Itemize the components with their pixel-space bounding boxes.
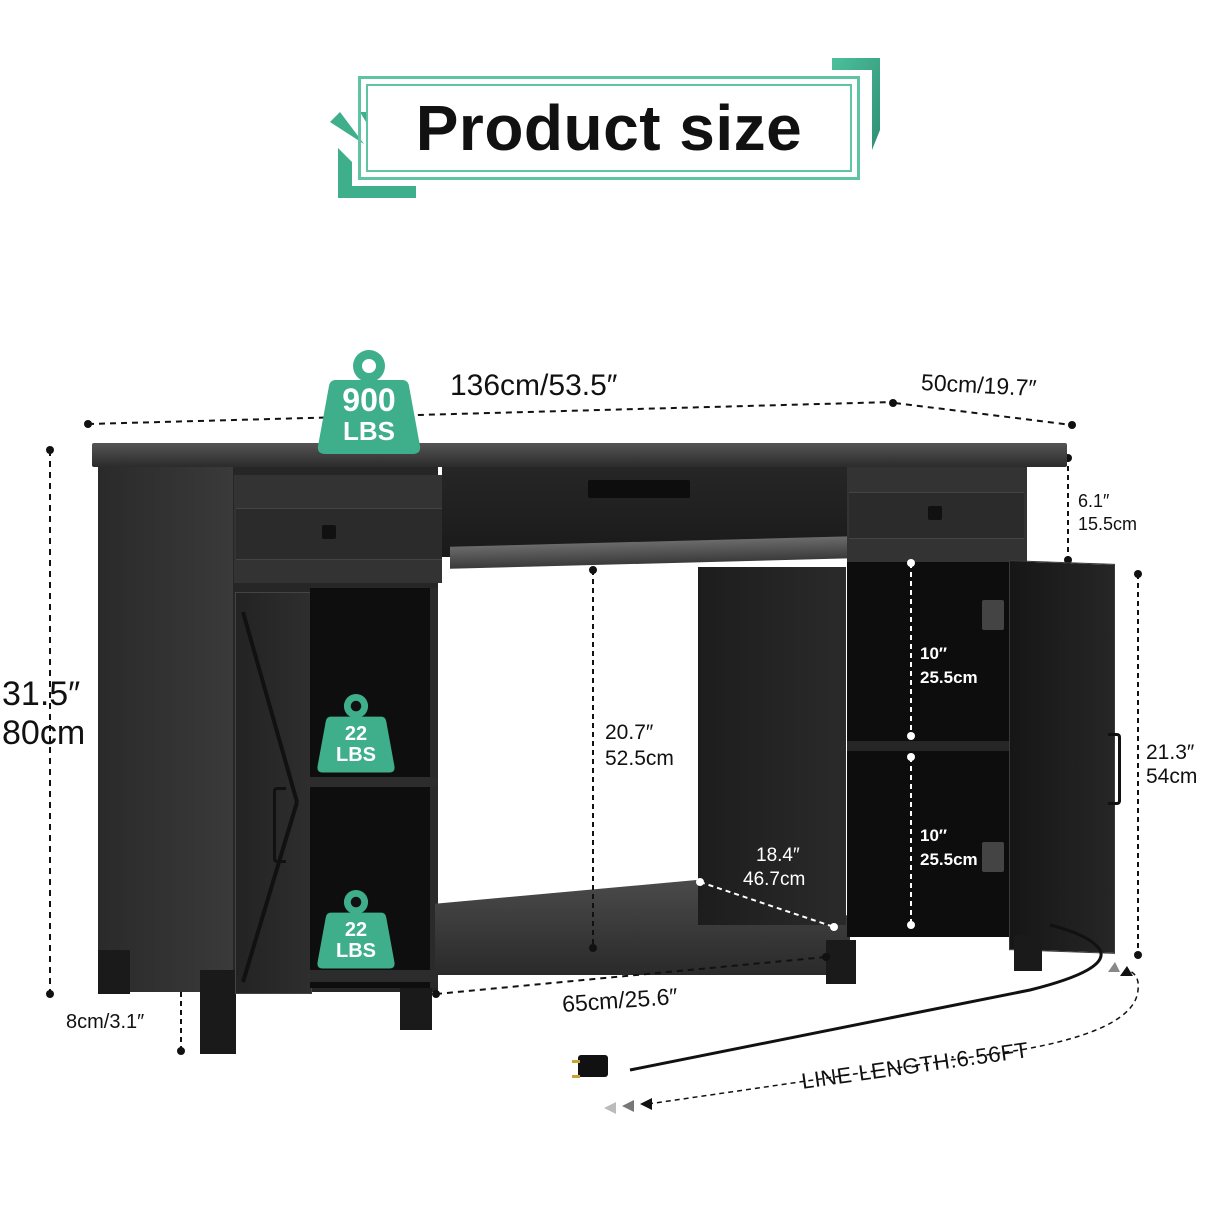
cabinet-shelf: [847, 741, 1009, 751]
cabinet-lower-inches-label: 10″: [920, 826, 948, 845]
drawer-height-cm-label: 15.5cm: [1078, 514, 1138, 534]
cabinet-height-cm-label: 54cm: [1146, 765, 1198, 788]
shelf-upper-capacity-value: 22: [344, 723, 368, 745]
weight-icon: [317, 890, 395, 969]
banner-frame-inner: [366, 84, 852, 172]
cabinet-lower-cm-label: 25.5cm: [920, 850, 978, 869]
page-title: Product size: [415, 92, 803, 164]
center-depth-inches-label: 18.4″: [756, 845, 800, 866]
drawer-knob[interactable]: [928, 506, 942, 520]
center-height-inches-label: 20.7″: [605, 721, 654, 744]
door-hinge: [982, 842, 1004, 872]
left-drawer[interactable]: [236, 508, 442, 560]
leg: [1014, 935, 1042, 971]
door-handle[interactable]: [1108, 733, 1121, 805]
leg: [826, 940, 856, 984]
drawer-height-inches-label: 6.1″: [1078, 491, 1110, 511]
center-height-cm-label: 52.5cm: [605, 747, 674, 770]
depth-label: 50cm/19.7″: [920, 368, 1038, 402]
power-outlet-strip[interactable]: [588, 480, 690, 498]
width-label: 136cm/53.5″: [450, 369, 618, 402]
leg: [98, 950, 130, 994]
shelf-lower-capacity-value: 22: [344, 919, 368, 941]
power-plug-icon: [578, 1055, 608, 1077]
shelf-bottom: [310, 970, 438, 982]
plug-prongs: [572, 1060, 580, 1078]
cabinet-height-inches-label: 21.3″: [1146, 741, 1195, 764]
tabletop: [92, 443, 1067, 467]
door-handle[interactable]: [273, 787, 286, 863]
shelf-upper-capacity-unit: LBS: [336, 744, 376, 766]
banner-triangle-decoration: [330, 112, 366, 144]
leg: [200, 970, 236, 1054]
banner-corner-decoration: [338, 148, 416, 198]
weight-icon: [317, 350, 421, 454]
center-depth-cm-label: 46.7cm: [743, 869, 806, 890]
top-capacity-unit: LBS: [343, 416, 395, 446]
shelf-lower-capacity-unit: LBS: [336, 940, 376, 962]
weight-icon: [317, 694, 395, 773]
banner-frame: [358, 76, 860, 180]
drawer-knob[interactable]: [322, 525, 336, 539]
cabinet-upper-inches-label: 10″: [920, 644, 948, 663]
barn-door-x-pattern: [241, 611, 299, 983]
banner-corner-decoration: [832, 58, 880, 150]
shelf-divider: [310, 777, 438, 787]
left-side-panel: [98, 467, 233, 992]
center-back-panel: [698, 567, 846, 925]
leg-height-label: 8cm/3.1″: [66, 1011, 145, 1033]
height-cm-label: 80cm: [2, 714, 86, 752]
height-inches-label: 31.5″: [2, 675, 81, 713]
cabinet-upper-cm-label: 25.5cm: [920, 668, 978, 687]
top-capacity-value: 900: [342, 382, 396, 418]
door-hinge: [982, 600, 1004, 630]
